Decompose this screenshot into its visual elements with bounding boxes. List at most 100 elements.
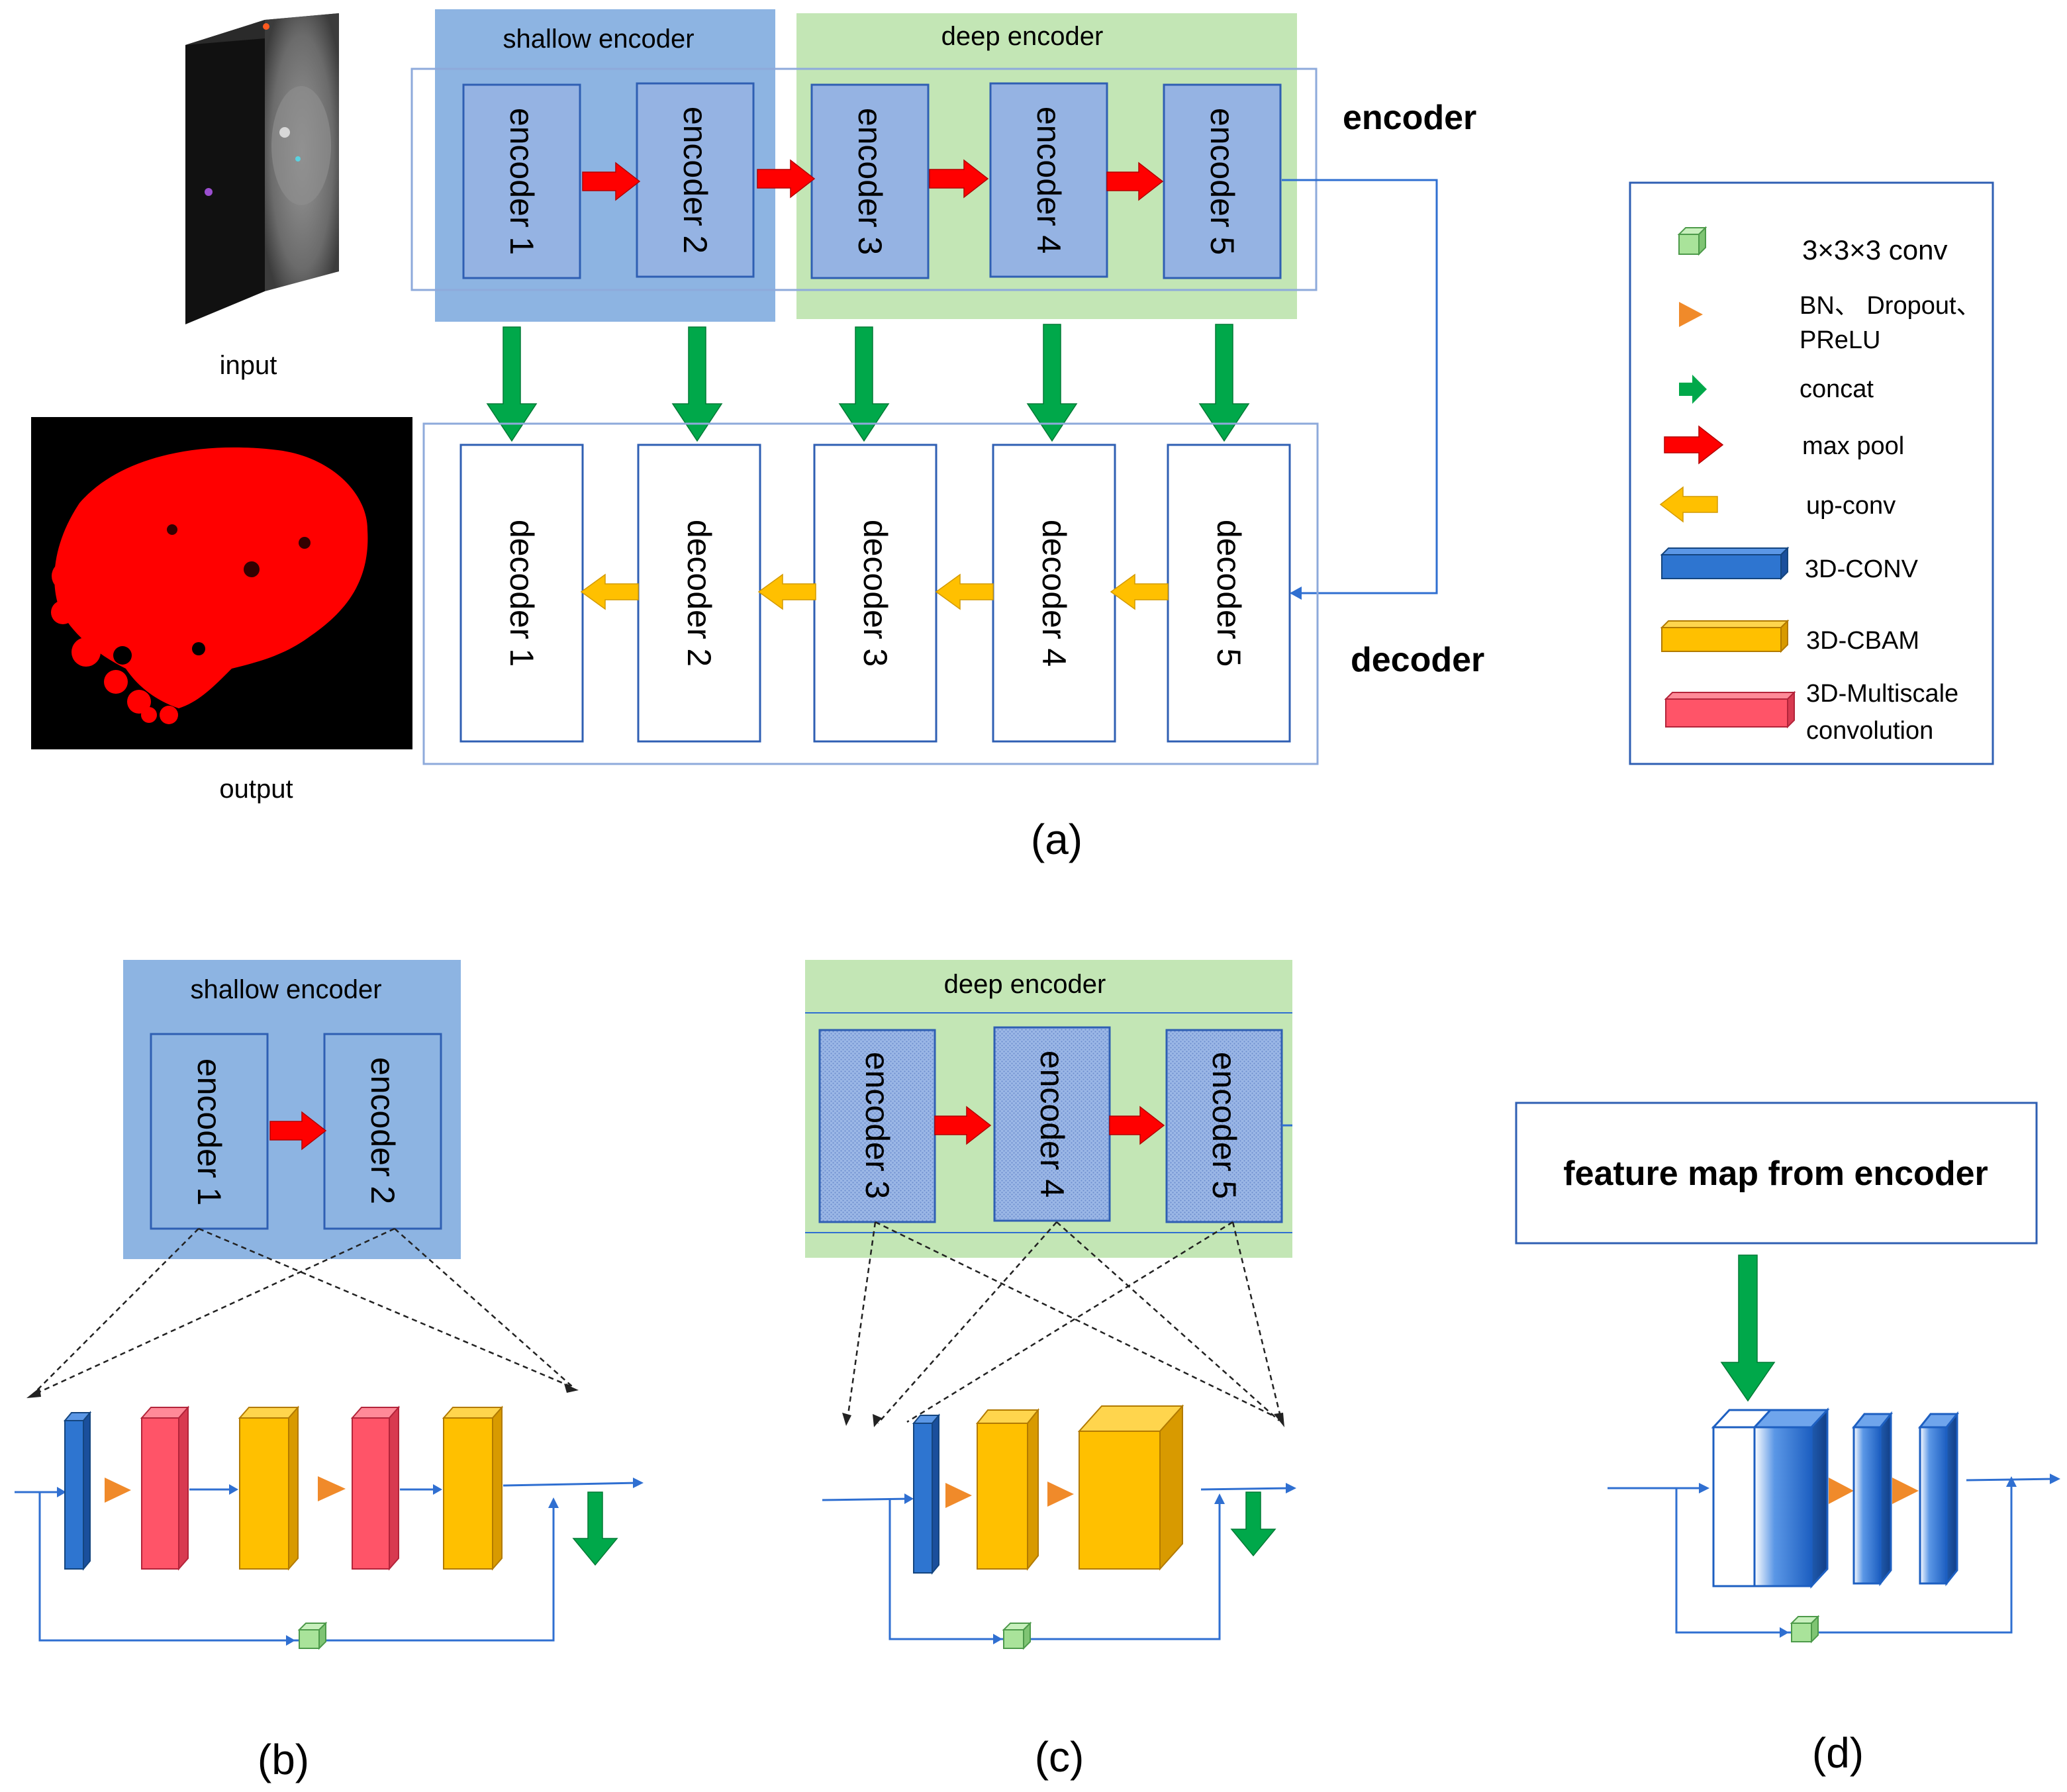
max-pool-arrow	[757, 159, 816, 199]
orange-triangle-icon	[1829, 1478, 1854, 1504]
svg-text:decoder 1: decoder 1	[503, 520, 540, 667]
yellow-block-icon	[1660, 619, 1790, 653]
orange-triangle-icon	[105, 1478, 131, 1503]
up-conv-arrow	[580, 573, 639, 610]
svg-text:decoder 4: decoder 4	[1035, 520, 1073, 667]
blue-block-icon	[1660, 546, 1790, 581]
svg-text:encoder 4: encoder 4	[1034, 1051, 1071, 1198]
decoder-box-2: decoder 2	[637, 444, 761, 743]
svg-text:decoder 2: decoder 2	[681, 520, 718, 667]
panel-c-projection-lines	[846, 1221, 1283, 1424]
input-label: input	[220, 351, 277, 380]
svg-text:encoder 1: encoder 1	[503, 108, 540, 255]
panel-c-caption: (c)	[1035, 1733, 1084, 1781]
svg-text:encoder 2: encoder 2	[364, 1057, 401, 1204]
panel-b-cbam-block-2	[442, 1405, 504, 1571]
orange-triangle-icon	[1047, 1482, 1074, 1507]
panel-a-caption: (a)	[1031, 816, 1082, 863]
panel-c-pipeline	[822, 1404, 1296, 1650]
encoder-box-5: encoder 5	[1163, 83, 1282, 279]
orange-triangle-icon	[1892, 1478, 1919, 1504]
encoder-box-2: encoder 2	[636, 82, 755, 278]
green-arrow-icon	[1679, 375, 1707, 404]
panel-b-multiscale-block-2	[350, 1405, 401, 1571]
panel-b-multiscale-block-1	[140, 1405, 190, 1571]
concat-arrow	[838, 326, 890, 442]
orange-triangle-icon	[945, 1483, 972, 1508]
svg-text:encoder 4: encoder 4	[1030, 107, 1067, 254]
output-label: output	[219, 775, 293, 804]
feature-map-label: feature map from encoder	[1563, 1155, 1988, 1193]
concat-arrow	[1026, 324, 1078, 442]
concat-arrow	[671, 326, 723, 442]
shallow-encoder-title: shallow encoder	[503, 24, 694, 54]
max-pool-arrow	[269, 1111, 327, 1151]
legend-multiscale-label-line1: 3D-Multiscale	[1806, 680, 1958, 708]
panel-c-cbam-block-1	[975, 1408, 1040, 1571]
legend-bn-label-line1: BN、 Dropout、	[1800, 292, 1982, 320]
max-pool-arrow	[929, 159, 989, 199]
panel-b-projection-lines	[31, 1227, 574, 1397]
panel-b-3d-conv-block	[63, 1411, 92, 1571]
panel-c-3d-conv-block	[912, 1413, 941, 1575]
svg-text:encoder 3: encoder 3	[859, 1052, 896, 1199]
encoder-box-4: encoder 4	[989, 82, 1108, 278]
conv-cube-icon	[1002, 1621, 1032, 1650]
svg-text:encoder 2: encoder 2	[677, 107, 714, 254]
panel-b-pipeline	[15, 1405, 644, 1650]
legend-conv-label: 3×3×3 conv	[1802, 234, 1948, 265]
svg-text:encoder 5: encoder 5	[1206, 1052, 1243, 1199]
concat-arrow	[486, 326, 538, 442]
panel-d-concat-block	[1711, 1407, 1830, 1589]
panel-b-cbam-block-1	[238, 1405, 300, 1571]
input-volume-image	[185, 13, 339, 324]
encoder-box-3: encoder 3	[810, 83, 930, 279]
orange-triangle-icon	[1679, 302, 1703, 327]
svg-text:encoder 3: encoder 3	[851, 108, 889, 255]
max-pool-arrow	[1109, 1106, 1165, 1145]
encoder-box-1: encoder 1	[462, 83, 581, 279]
svg-text:decoder 3: decoder 3	[857, 520, 894, 667]
concat-arrow	[1198, 324, 1250, 442]
panel-d-caption: (d)	[1812, 1729, 1864, 1777]
orange-triangle-icon	[318, 1476, 346, 1501]
panel-d-conv-block-1	[1851, 1411, 1894, 1587]
panel-b-title: shallow encoder	[190, 975, 381, 1004]
max-pool-arrow	[1106, 162, 1164, 201]
decoder-side-label: decoder	[1351, 641, 1484, 679]
bottleneck-connector	[1282, 179, 1438, 594]
decoder-box-3: decoder 3	[813, 444, 937, 743]
up-conv-arrow	[935, 573, 994, 610]
conv-cube-icon	[1790, 1615, 1820, 1644]
panel-d-conv-block-2	[1917, 1411, 1960, 1587]
legend-concat-label: concat	[1800, 375, 1874, 403]
panel-b-encoder-box-2: encoder 2	[323, 1033, 442, 1230]
svg-text:encoder 1: encoder 1	[191, 1059, 228, 1205]
svg-text:encoder 5: encoder 5	[1204, 108, 1241, 255]
panel-c-encoder-box-5: encoder 5	[1165, 1029, 1283, 1223]
concat-arrow	[1720, 1254, 1776, 1402]
legend-3dconv-label: 3D-CONV	[1805, 555, 1919, 583]
up-conv-arrow	[757, 573, 816, 610]
decoder-box-4: decoder 4	[992, 444, 1116, 743]
legend-multiscale-label-line2: convolution	[1806, 717, 1933, 745]
deep-encoder-title: deep encoder	[941, 22, 1104, 51]
feature-map-box	[1515, 1102, 2038, 1245]
max-pool-arrow	[934, 1106, 992, 1145]
encoder-side-label: encoder	[1343, 99, 1476, 137]
decoder-box-5: decoder 5	[1167, 444, 1291, 743]
concat-arrow	[572, 1491, 618, 1566]
panel-b-encoder-box-1: encoder 1	[150, 1033, 269, 1230]
legend-box	[1629, 181, 1994, 765]
legend-3dcbam-label: 3D-CBAM	[1806, 627, 1919, 655]
concat-arrow	[1230, 1491, 1276, 1557]
output-segmentation-image	[31, 417, 412, 749]
up-conv-arrow	[1110, 573, 1169, 610]
panel-c-encoder-box-3: encoder 3	[818, 1029, 936, 1223]
panel-c-encoder-box-4: encoder 4	[993, 1026, 1111, 1222]
red-block-icon	[1664, 690, 1796, 729]
conv-cube-icon	[297, 1621, 328, 1650]
decoder-box-1: decoder 1	[459, 444, 584, 743]
